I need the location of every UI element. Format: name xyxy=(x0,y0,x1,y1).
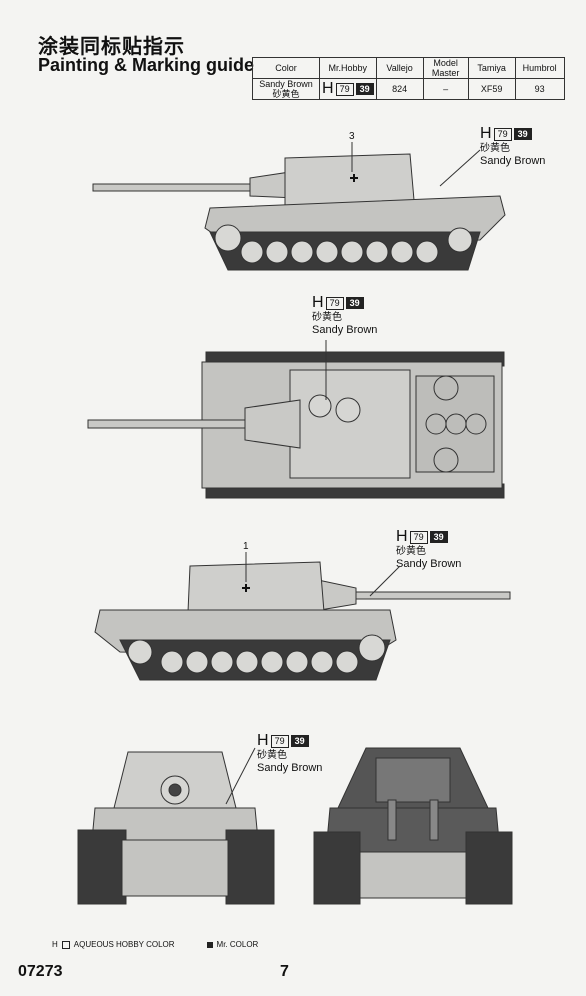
tank-front-view xyxy=(77,747,275,905)
cell-tamiya: XF59 xyxy=(467,78,516,100)
mrhobby-code: H 79 39 xyxy=(322,81,374,97)
cell-model-master: – xyxy=(422,78,469,100)
cell-mrhobby: H 79 39 xyxy=(319,78,377,100)
aqueous-h-glyph: H xyxy=(52,940,58,949)
tank-side-view-right xyxy=(94,552,511,681)
tank-rear-view xyxy=(313,747,513,905)
decal-number-1: 1 xyxy=(243,541,249,552)
legend-mr: Mr. COLOR xyxy=(216,940,259,949)
product-code: 07273 xyxy=(18,963,63,980)
legend: H AQUEOUS HOBBY COLOR Mr. COLOR xyxy=(52,940,258,949)
cell-humbrol: 93 xyxy=(514,78,565,100)
tank-top-view xyxy=(87,340,505,499)
mr-color-square-icon xyxy=(206,941,213,948)
color-reference-table: Color Mr.Hobby Vallejo Model Master Tami… xyxy=(252,57,565,100)
page-title-en: Painting & Marking guide xyxy=(38,55,255,75)
color-table-row: Sandy Brown 砂黄色 H 79 39 824 – XF59 93 xyxy=(252,78,565,100)
decal-number-3: 3 xyxy=(349,131,355,142)
tank-side-view-left xyxy=(92,142,506,271)
legend-aqueous: AQUEOUS HOBBY COLOR xyxy=(73,940,175,949)
color-table-header-row: Color Mr.Hobby Vallejo Model Master Tami… xyxy=(252,57,565,79)
page-title-cn: 涂装同标贴指示 xyxy=(38,36,185,58)
cell-color-name: Sandy Brown 砂黄色 xyxy=(252,78,320,100)
aqueous-box-icon xyxy=(61,940,70,949)
page-number: 7 xyxy=(280,963,289,980)
